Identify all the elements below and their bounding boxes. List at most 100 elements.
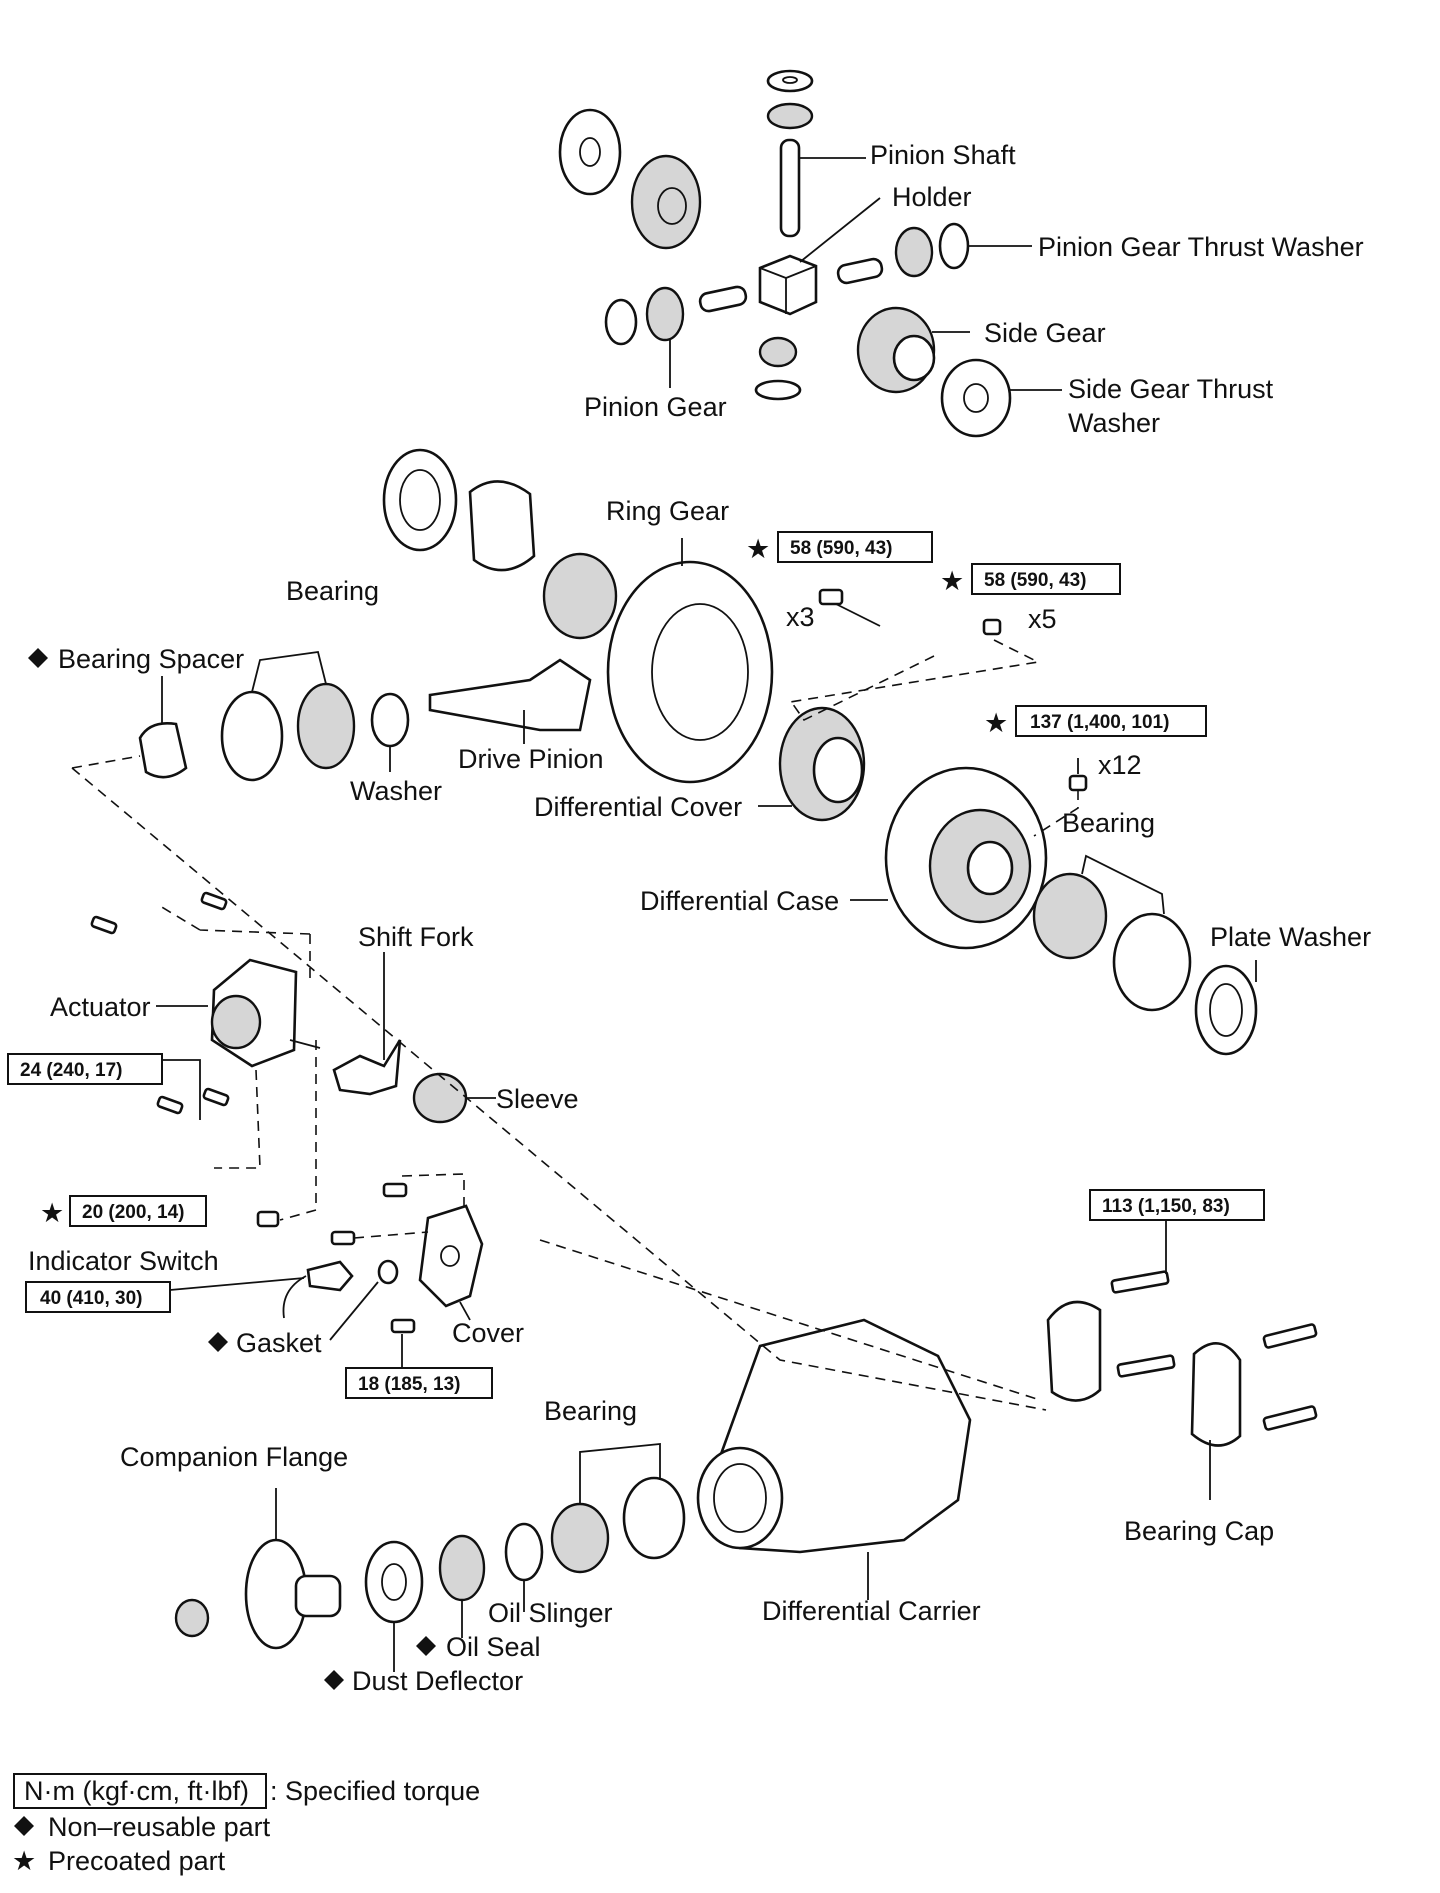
label-ring-gear: Ring Gear <box>606 496 729 526</box>
diamond-icon <box>324 1670 344 1690</box>
torque-fork-bolt: 20 (200, 14) <box>82 1202 184 1223</box>
torque-box-cover-bolt <box>345 1367 493 1399</box>
bearing-cup-upper-part <box>468 480 536 572</box>
legend-unit-desc: : Specified torque <box>270 1776 480 1806</box>
label-oil-slinger: Oil Slinger <box>488 1598 613 1628</box>
star-icon: ★ <box>12 1846 36 1876</box>
diamond-icon <box>416 1636 436 1656</box>
side-gear-thrust-washer-left-part <box>558 108 622 196</box>
actuator-bolt-3-part <box>156 1095 184 1115</box>
label-plate-washer: Plate Washer <box>1210 922 1371 952</box>
torque-box-ring-gear-bolt <box>777 531 933 563</box>
star-icon: ★ <box>746 534 770 564</box>
label-side-gear: Side Gear <box>984 318 1106 348</box>
case-bolt-x12-part <box>1068 774 1088 792</box>
flange-nut-part <box>174 1598 210 1638</box>
torque-indicator-switch: 40 (410, 30) <box>40 1288 142 1309</box>
label-actuator: Actuator <box>50 992 151 1022</box>
star-icon: ★ <box>940 566 964 596</box>
lower-pinion-gear-part <box>758 336 798 368</box>
label-bearing-right: Bearing <box>1062 808 1155 838</box>
oil-seal-upper-part <box>382 448 458 552</box>
cover-bolt-2-part <box>330 1230 356 1246</box>
star-icon: ★ <box>40 1198 64 1228</box>
bearing-cap-bolt-4-part <box>1262 1405 1318 1431</box>
pinion-gear-part <box>645 286 685 342</box>
label-side-gear-thrust-washer-line2: Washer <box>1068 408 1160 438</box>
label-sleeve: Sleeve <box>496 1084 579 1114</box>
pinion-gear-thrust-washer-part <box>938 222 970 270</box>
bearing-cup-right-part <box>1112 912 1192 1012</box>
legend-unit-box <box>13 1773 267 1809</box>
bearing-cap-upper-part <box>1046 1300 1102 1402</box>
pinion-shaft-part <box>779 138 801 238</box>
label-drive-pinion: Drive Pinion <box>458 744 604 774</box>
star-icon: ★ <box>984 708 1008 738</box>
oil-slinger-part <box>504 1522 544 1582</box>
label-pinion-gear-thrust-washer: Pinion Gear Thrust Washer <box>1038 232 1364 262</box>
drive-pinion-part <box>428 658 592 732</box>
holder-part <box>758 254 818 316</box>
bearing-cup-lower-part <box>622 1476 686 1560</box>
label-gasket: Gasket <box>236 1328 322 1358</box>
fork-bolt-part <box>256 1210 280 1228</box>
bearing-upper-part <box>296 682 356 770</box>
legend: N·m (kgf·cm, ft·lbf) : Specified torque … <box>12 1773 480 1876</box>
bearing-cap-part <box>1190 1342 1242 1447</box>
qty-ring-gear-bolt-2: x5 <box>1028 604 1057 634</box>
torque-ring-gear-bolt: 58 (590, 43) <box>790 538 892 559</box>
qty-ring-gear-bolt: x3 <box>786 602 815 632</box>
ring-gear-part <box>606 560 774 784</box>
label-cover: Cover <box>452 1318 524 1348</box>
bearing-lower-part <box>550 1502 610 1574</box>
qty-case-bolt: x12 <box>1098 750 1142 780</box>
left-thrust-washer-part <box>604 298 638 346</box>
actuator-bolt-2-part <box>200 891 228 911</box>
torque-box-fork-bolt <box>69 1195 207 1227</box>
label-bearing-cap: Bearing Cap <box>1124 1516 1274 1546</box>
sleeve-part <box>412 1072 468 1124</box>
torque-case-bolt: 137 (1,400, 101) <box>1030 712 1169 733</box>
label-differential-carrier: Differential Carrier <box>762 1596 981 1626</box>
drive-pinion-group <box>138 448 1088 792</box>
bearing-spacer-part <box>138 722 188 779</box>
legend-non-reusable: Non–reusable part <box>48 1812 271 1842</box>
holder-pin-right-part <box>836 257 884 285</box>
differential-case-group <box>758 706 1258 1056</box>
diamond-icon <box>208 1332 228 1352</box>
label-differential-cover: Differential Cover <box>534 792 742 822</box>
pinion-group <box>558 69 1062 438</box>
label-holder: Holder <box>892 182 972 212</box>
cover-bolt-3-part <box>390 1318 416 1334</box>
torque-box-ring-gear-bolt-2 <box>971 563 1121 595</box>
cover-part <box>418 1204 484 1308</box>
ring-gear-bolt-x3-part <box>818 588 844 606</box>
label-bearing-spacer: Bearing Spacer <box>58 644 244 674</box>
bearing-cap-bolt-3-part <box>1262 1323 1318 1349</box>
washer-part <box>370 692 410 748</box>
plate-washer-part <box>1194 964 1258 1056</box>
label-pinion-shaft: Pinion Shaft <box>870 140 1016 170</box>
torque-box-indicator-switch <box>25 1281 171 1313</box>
top-thrust-washer-part <box>766 69 814 93</box>
right-pinion-gear-part <box>894 226 934 278</box>
torque-box-case-bolt <box>1015 705 1207 737</box>
assembly-lines <box>71 639 1079 1411</box>
label-bearing-lower: Bearing <box>544 1396 637 1426</box>
actuator-bolt-4-part <box>202 1087 230 1107</box>
torque-ring-gear-bolt-2: 58 (590, 43) <box>984 570 1086 591</box>
diamond-icon <box>14 1816 34 1836</box>
torque-boxes: ★ 58 (590, 43) x3 ★ 58 (590, 43) x5 ★ 13… <box>7 531 1265 1399</box>
holder-pin-left-part <box>698 285 748 313</box>
side-gear-thrust-washer-part <box>940 358 1012 438</box>
non-reusable-markers <box>28 648 436 1690</box>
label-differential-case: Differential Case <box>640 886 839 916</box>
torque-cover-bolt: 18 (185, 13) <box>358 1374 460 1395</box>
torque-box-actuator-bolt <box>7 1053 163 1085</box>
label-washer: Washer <box>350 776 442 806</box>
label-dust-deflector: Dust Deflector <box>352 1666 523 1696</box>
torque-actuator-bolt: 24 (240, 17) <box>20 1060 122 1081</box>
label-bearing-upper: Bearing <box>286 576 379 606</box>
